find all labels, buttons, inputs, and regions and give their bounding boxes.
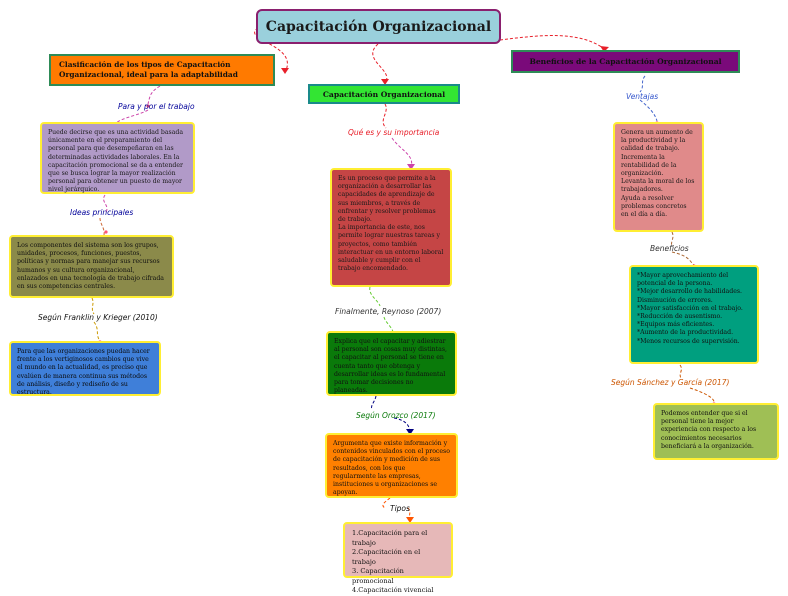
- link-root-right: [499, 35, 607, 51]
- left-text-2: Los componentes del sistema son los grup…: [9, 235, 174, 298]
- link-left-1: [147, 85, 161, 105]
- arrowhead-center-6: [406, 429, 414, 435]
- left-text-1: Puede decirse que es una actividad basad…: [40, 122, 195, 194]
- link-center-4: [383, 316, 394, 333]
- center-text-2: Explica que el capacitar y adiestrar al …: [326, 331, 457, 396]
- root-title: Capacitación Organizacional: [265, 18, 492, 35]
- arrowhead-center-8: [406, 517, 414, 523]
- link-right-3: [671, 231, 674, 247]
- left-label-3: Según Franklin y Krieger (2010): [38, 313, 158, 322]
- right-text-1: Genera un aumento de la productividad y …: [613, 122, 704, 232]
- link-center-1: [382, 103, 387, 129]
- link-center-5: [371, 395, 377, 411]
- left-text-3: Para que las organizaciones puedan hacer…: [9, 341, 161, 396]
- link-right-2: [639, 99, 658, 122]
- type-item-3: 3. Capacitación promocional: [352, 567, 404, 585]
- left-title: Clasificación de los tipos de Capacitaci…: [59, 59, 238, 79]
- center-title-box: Capacitación Organizacional: [308, 84, 460, 104]
- arrowhead-left: [281, 68, 289, 74]
- right-title: Beneficios de la Capacitación Organizaci…: [529, 57, 722, 66]
- link-right-5: [679, 364, 682, 379]
- center-label-1: Qué es y su importancia: [348, 128, 440, 137]
- right-label-1: Ventajas: [626, 92, 659, 101]
- left-label-2: Ideas principales: [70, 208, 134, 217]
- arrowhead-center: [381, 79, 389, 85]
- right-label-2: Beneficios: [650, 244, 689, 253]
- right-text-3: Podemos entender que si el personal tien…: [653, 403, 779, 460]
- link-right-6: [689, 387, 715, 404]
- center-label-4: Tipos: [390, 504, 410, 513]
- link-left-4: [99, 217, 105, 236]
- arrowhead-center-2: [407, 164, 415, 170]
- left-label-1: Para y por el trabajo: [118, 102, 195, 111]
- type-item-4: 4.Capacitación vivencial: [352, 586, 434, 595]
- link-center-7: [382, 497, 391, 509]
- left-title-box: Clasificación de los tipos de Capacitaci…: [49, 54, 275, 86]
- center-text-3: Argumenta que existe información y conte…: [325, 433, 458, 498]
- center-title: Capacitación Organizacional: [322, 89, 446, 99]
- link-left-5: [91, 297, 95, 315]
- right-title-box: Beneficios de la Capacitación Organizaci…: [511, 50, 740, 73]
- link-center-2: [391, 137, 413, 168]
- right-label-3: Según Sánchez y García (2017): [611, 378, 730, 387]
- link-right-4: [671, 251, 695, 266]
- link-center-3: [369, 286, 381, 307]
- link-root-left: [254, 27, 288, 73]
- link-root-center: [372, 43, 388, 84]
- link-left-2: [114, 109, 149, 125]
- link-left-3: [103, 194, 108, 213]
- type-item-2: 2.Capacitación en el trabajo: [352, 548, 421, 566]
- node-dot: [146, 104, 150, 108]
- center-label-2: Finalmente, Reynoso (2007): [335, 307, 442, 316]
- node-dot: [104, 230, 108, 234]
- center-text-1: Es un proceso que permite a la organizac…: [330, 168, 452, 287]
- center-types-box: 1.Capacitación para el trabajo 2.Capacit…: [343, 522, 453, 594]
- arrowhead-right: [600, 46, 609, 52]
- root-title-box: Capacitación Organizacional: [256, 9, 501, 44]
- type-item-1: 1.Capacitación para el trabajo: [352, 529, 428, 547]
- link-right-1: [639, 75, 646, 93]
- right-text-2: *Mayor aprovechamiento del potencial de …: [629, 265, 759, 364]
- center-label-3: Según Orozco (2017): [356, 411, 436, 420]
- link-left-6: [93, 321, 101, 342]
